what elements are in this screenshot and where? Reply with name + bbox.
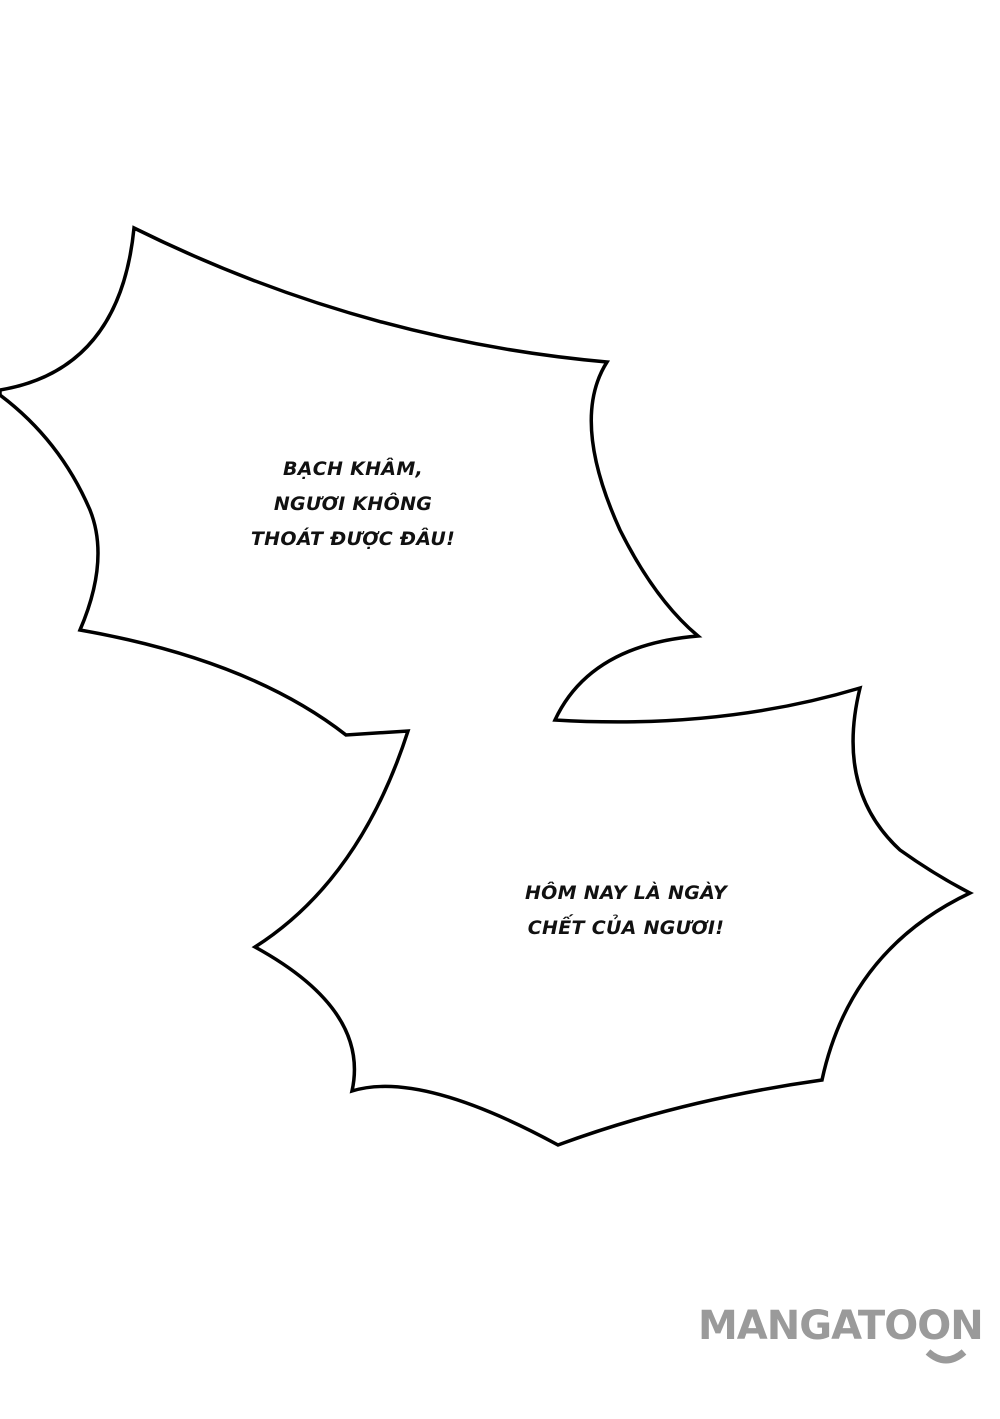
bubble-1-line-2: NGƯƠI KHÔNG: [273, 493, 433, 515]
bubble-1-line-3: THOÁT ĐƯỢC ĐÂU!: [250, 528, 456, 550]
bubble-2-line-2: CHẾT CỦA NGƯƠI!: [527, 917, 725, 939]
watermark-text: MANGATOON: [698, 1303, 984, 1349]
bubble-1-line-1: BẠCH KHÂM,: [282, 458, 424, 480]
bubble-2-line-1: HÔM NAY LÀ NGÀY: [524, 882, 728, 904]
mangatoon-watermark: MANGATOON: [698, 1306, 998, 1366]
speech-bubble-shape: [0, 225, 974, 1147]
smile-icon: [925, 1349, 967, 1364]
speech-bubble-1-text: BẠCH KHÂM, NGƯƠI KHÔNG THOÁT ĐƯỢC ĐÂU!: [213, 452, 493, 557]
speech-bubble-2-text: HÔM NAY LÀ NGÀY CHẾT CỦA NGƯƠI!: [476, 876, 776, 946]
